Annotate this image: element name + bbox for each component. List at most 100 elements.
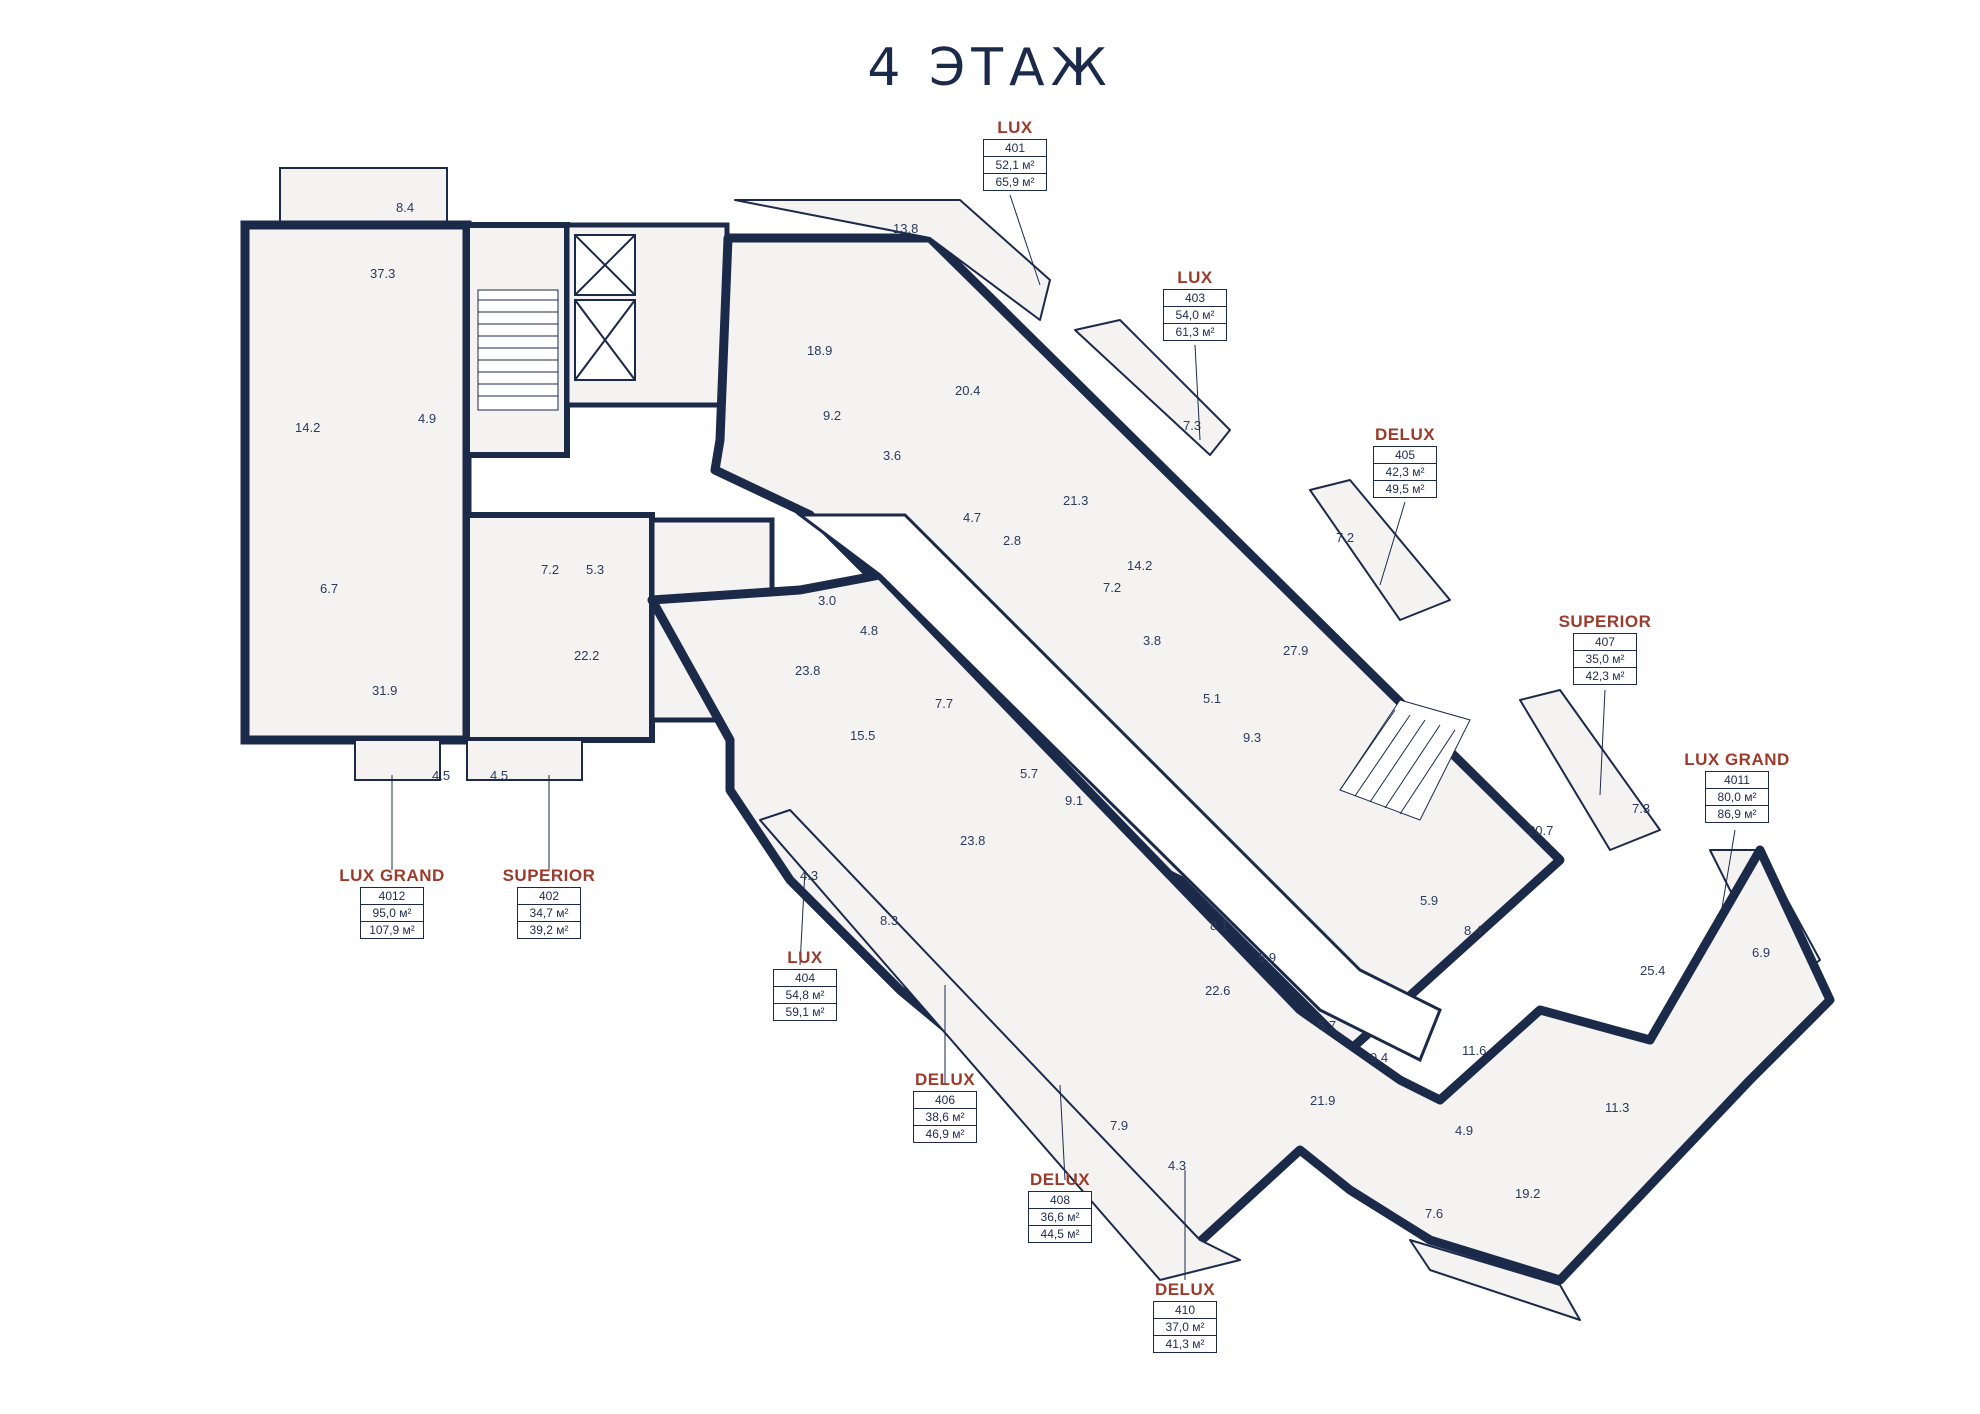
room-area: 3.8 — [1143, 633, 1161, 648]
apartment-area: 52,1 м² — [984, 156, 1046, 173]
apartment-number: 402 — [538, 889, 560, 903]
apartment-label-404[interactable]: LUX 404 54,8 м² 59,1 м² — [730, 948, 880, 1021]
room-area: 8.4 — [396, 200, 414, 215]
room-area: 7.3 — [1632, 801, 1650, 816]
room-area: 14.2 — [1127, 558, 1152, 573]
apartment-area: 36,6 м² — [1029, 1208, 1091, 1225]
room-area: 8.4 — [1464, 923, 1482, 938]
apartment-total-area: 49,5 м² — [1374, 480, 1436, 497]
apartment-total-area: 44,5 м² — [1029, 1225, 1091, 1242]
room-area: 4.9 — [418, 411, 436, 426]
apartment-label-4012[interactable]: LUX GRAND 4012 95,0 м² 107,9 м² — [317, 866, 467, 939]
corridor — [795, 513, 1442, 1063]
apartment-class: LUX GRAND — [1684, 750, 1790, 769]
room-area: 3.6 — [883, 448, 901, 463]
room-area: 23.8 — [795, 663, 820, 678]
apartment-total-area: 61,3 м² — [1164, 323, 1226, 340]
apartment-info-box: 407 35,0 м² 42,3 м² — [1573, 633, 1637, 685]
room-area: 7.3 — [1183, 418, 1201, 433]
room-area: 7.7 — [935, 696, 953, 711]
room-area: 8.3 — [880, 913, 898, 928]
room-area: 27.9 — [1283, 643, 1308, 658]
apartment-info-box: 402 34,7 м² 39,2 м² — [517, 887, 581, 939]
apartment-total-area: 46,9 м² — [914, 1125, 976, 1142]
room-area: 5.9 — [1420, 893, 1438, 908]
apartment-class: LUX — [787, 948, 823, 967]
apartment-number: 406 — [934, 1093, 956, 1107]
apartment-class: DELUX — [1374, 425, 1436, 444]
room-area: 7.2 — [1103, 580, 1121, 595]
apartment-area: 35,0 м² — [1574, 650, 1636, 667]
apartment-number: 410 — [1174, 1303, 1196, 1317]
room-area: 5.3 — [586, 562, 604, 577]
room-area: 13.8 — [893, 221, 918, 236]
apartment-info-box: 403 54,0 м² 61,3 м² — [1163, 289, 1227, 341]
room-area: 4.9 — [1455, 1123, 1473, 1138]
room-area: 19.2 — [1515, 1186, 1540, 1201]
apartment-number: 401 — [1004, 141, 1026, 155]
apartment-class: DELUX — [914, 1070, 976, 1089]
apartment-number: 4011 — [1724, 773, 1750, 787]
room-area: 5.7 — [1318, 1018, 1336, 1033]
stair-right — [1339, 699, 1471, 821]
apartment-area: 54,0 м² — [1164, 306, 1226, 323]
apartment-info-box: 404 54,8 м² 59,1 м² — [773, 969, 837, 1021]
room-area: 9.2 — [823, 408, 841, 423]
page-title: 4 ЭТАЖ — [867, 38, 1113, 98]
apartment-total-area: 65,9 м² — [984, 173, 1046, 190]
apartment-label-403[interactable]: LUX 403 54,0 м² 61,3 м² — [1120, 268, 1270, 341]
apartment-class: SUPERIOR — [502, 866, 596, 885]
room-area: 37.3 — [370, 266, 395, 281]
room-area: 4.5 — [432, 768, 450, 783]
apartment-total-area: 86,9 м² — [1706, 805, 1768, 822]
room-area: 11.3 — [1605, 1100, 1629, 1115]
apartment-label-402[interactable]: SUPERIOR 402 34,7 м² 39,2 м² — [474, 866, 624, 939]
leader-lines — [391, 194, 1736, 1280]
room-area: 21.9 — [1310, 1093, 1335, 1108]
elevators — [574, 234, 636, 381]
room-area: 7.6 — [1425, 1206, 1443, 1221]
room-area: 9.4 — [1370, 1050, 1388, 1065]
room-area: 5.7 — [1020, 766, 1038, 781]
room-area: 9.3 — [1243, 730, 1261, 745]
room-area: 4.3 — [800, 868, 818, 883]
apartment-number: 405 — [1394, 448, 1416, 462]
apartment-number: 404 — [794, 971, 816, 985]
apartment-class: DELUX — [1029, 1170, 1091, 1189]
apartment-class: LUX — [997, 118, 1033, 137]
apartment-number: 4012 — [378, 889, 406, 903]
apartment-label-4011[interactable]: LUX GRAND 4011 80,0 м² 86,9 м² — [1662, 750, 1812, 823]
apartment-label-408[interactable]: DELUX 408 36,6 м² 44,5 м² — [985, 1170, 1135, 1243]
room-area: 4.5 — [490, 768, 508, 783]
apartment-class: LUX — [1177, 268, 1213, 287]
apartment-label-410[interactable]: DELUX 410 37,0 м² 41,3 м² — [1110, 1280, 1260, 1353]
room-area: 20.4 — [955, 383, 980, 398]
apartment-area: 34,7 м² — [518, 904, 580, 921]
apartment-area: 95,0 м² — [361, 904, 423, 921]
apartment-total-area: 107,9 м² — [361, 921, 423, 938]
apartment-area: 37,0 м² — [1154, 1318, 1216, 1335]
apartment-class: LUX GRAND — [339, 866, 445, 885]
apartment-info-box: 406 38,6 м² 46,9 м² — [913, 1091, 977, 1143]
room-area: 7.2 — [1336, 530, 1354, 545]
apartment-class: SUPERIOR — [1558, 612, 1652, 631]
room-area: 9.1 — [1065, 793, 1083, 808]
apartment-label-406[interactable]: DELUX 406 38,6 м² 46,9 м² — [870, 1070, 1020, 1143]
apartment-number: 403 — [1184, 291, 1206, 305]
room-area: 5.1 — [1203, 691, 1221, 706]
room-area: 8.1 — [1210, 918, 1228, 933]
apartment-info-box: 4011 80,0 м² 86,9 м² — [1705, 771, 1769, 823]
room-area: 23.8 — [960, 833, 985, 848]
room-area: 22.6 — [1205, 983, 1230, 998]
apartment-label-401[interactable]: LUX 401 52,1 м² 65,9 м² — [940, 118, 1090, 191]
apartment-label-405[interactable]: DELUX 405 42,3 м² 49,5 м² — [1330, 425, 1480, 498]
apartment-total-area: 42,3 м² — [1574, 667, 1636, 684]
apartment-label-407[interactable]: SUPERIOR 407 35,0 м² 42,3 м² — [1530, 612, 1680, 685]
apartment-info-box: 408 36,6 м² 44,5 м² — [1028, 1191, 1092, 1243]
apartment-total-area: 39,2 м² — [518, 921, 580, 938]
room-area: 7.2 — [541, 562, 559, 577]
room-area: 5.9 — [1258, 950, 1276, 965]
room-area: 7.9 — [1110, 1118, 1128, 1133]
room-area: 2.8 — [1003, 533, 1021, 548]
room-area: 21.3 — [1063, 493, 1088, 508]
